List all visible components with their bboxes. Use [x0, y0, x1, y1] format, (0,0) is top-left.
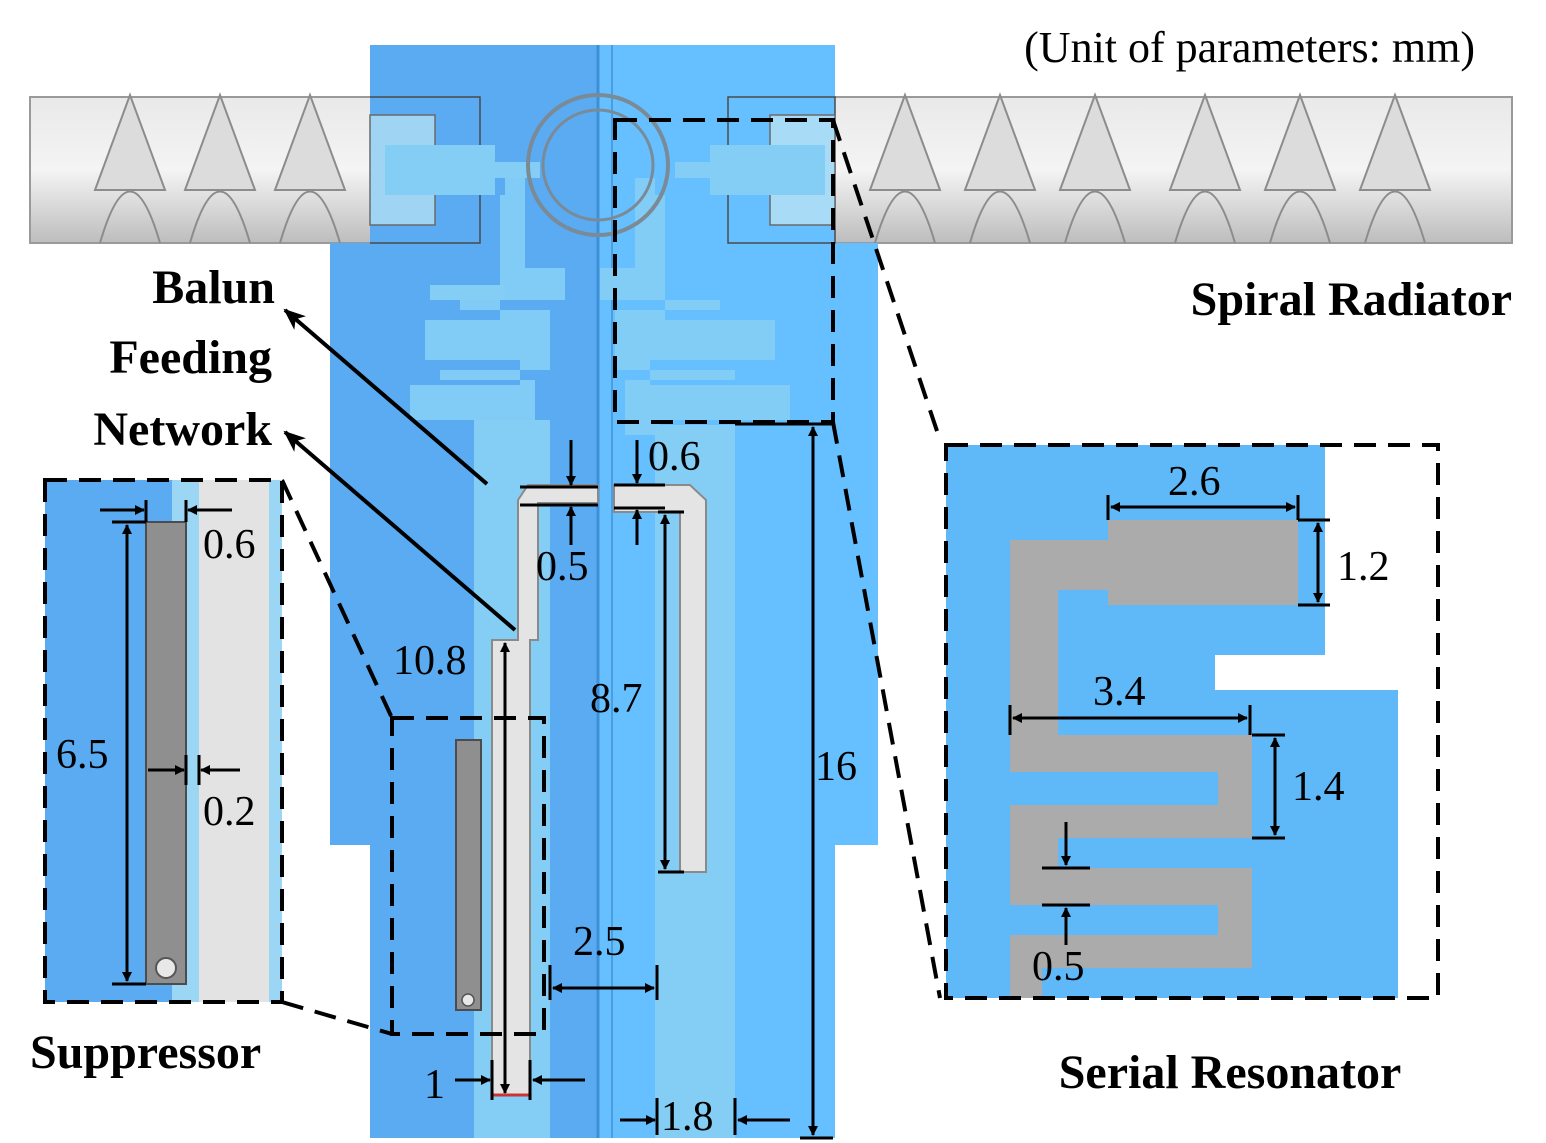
dim-feed-length: 10.8 [393, 638, 467, 684]
dim-board-height: 16 [815, 744, 857, 790]
dim-gap-top-left: 0.5 [536, 544, 589, 590]
spiral-radiator-right [769, 92, 1513, 244]
balun-leader-1 [283, 308, 489, 486]
suppressor-element [455, 739, 482, 1011]
dim-feed-width: 1 [424, 1062, 445, 1108]
dim-spacing: 2.5 [573, 919, 626, 965]
feed-strip [491, 484, 707, 1097]
dim-res-mid-width: 3.4 [1093, 669, 1146, 715]
serial-resonator-zoom-inset [944, 443, 1440, 1000]
resonator-region-box [613, 118, 835, 424]
label-suppressor: Suppressor [30, 1026, 261, 1079]
dim-res-top-width: 2.6 [1168, 459, 1221, 505]
coax-ring [526, 93, 670, 237]
label-balun-line3: Network [93, 403, 272, 456]
dim-suppressor-gap: 0.6 [203, 522, 256, 568]
suppressor-region-box [390, 716, 546, 1036]
dim-stub-length: 8.7 [590, 676, 643, 722]
balun-leader-2 [283, 430, 517, 632]
dim-res-gap: 0.5 [1032, 944, 1085, 990]
dim-res-top-height: 1.2 [1337, 544, 1390, 590]
label-spiral-radiator: Spiral Radiator [1191, 273, 1512, 326]
unit-note: (Unit of parameters: mm) [1024, 23, 1475, 72]
label-balun-line2: Feeding [109, 331, 272, 384]
label-serial-resonator: Serial Resonator [1059, 1046, 1402, 1099]
suppressor-zoom-inset [43, 478, 284, 1004]
dim-right-width: 1.8 [661, 1094, 714, 1140]
dim-suppressor-offset: 0.2 [203, 789, 256, 835]
dim-gap-top-right: 0.6 [648, 434, 701, 480]
dim-res-pitch: 1.4 [1292, 764, 1345, 810]
dimension-lines [100, 422, 1330, 1140]
label-balun-line1: Balun [152, 261, 275, 314]
spiral-radiator-left [29, 92, 431, 244]
dim-suppressor-length: 6.5 [56, 732, 109, 778]
